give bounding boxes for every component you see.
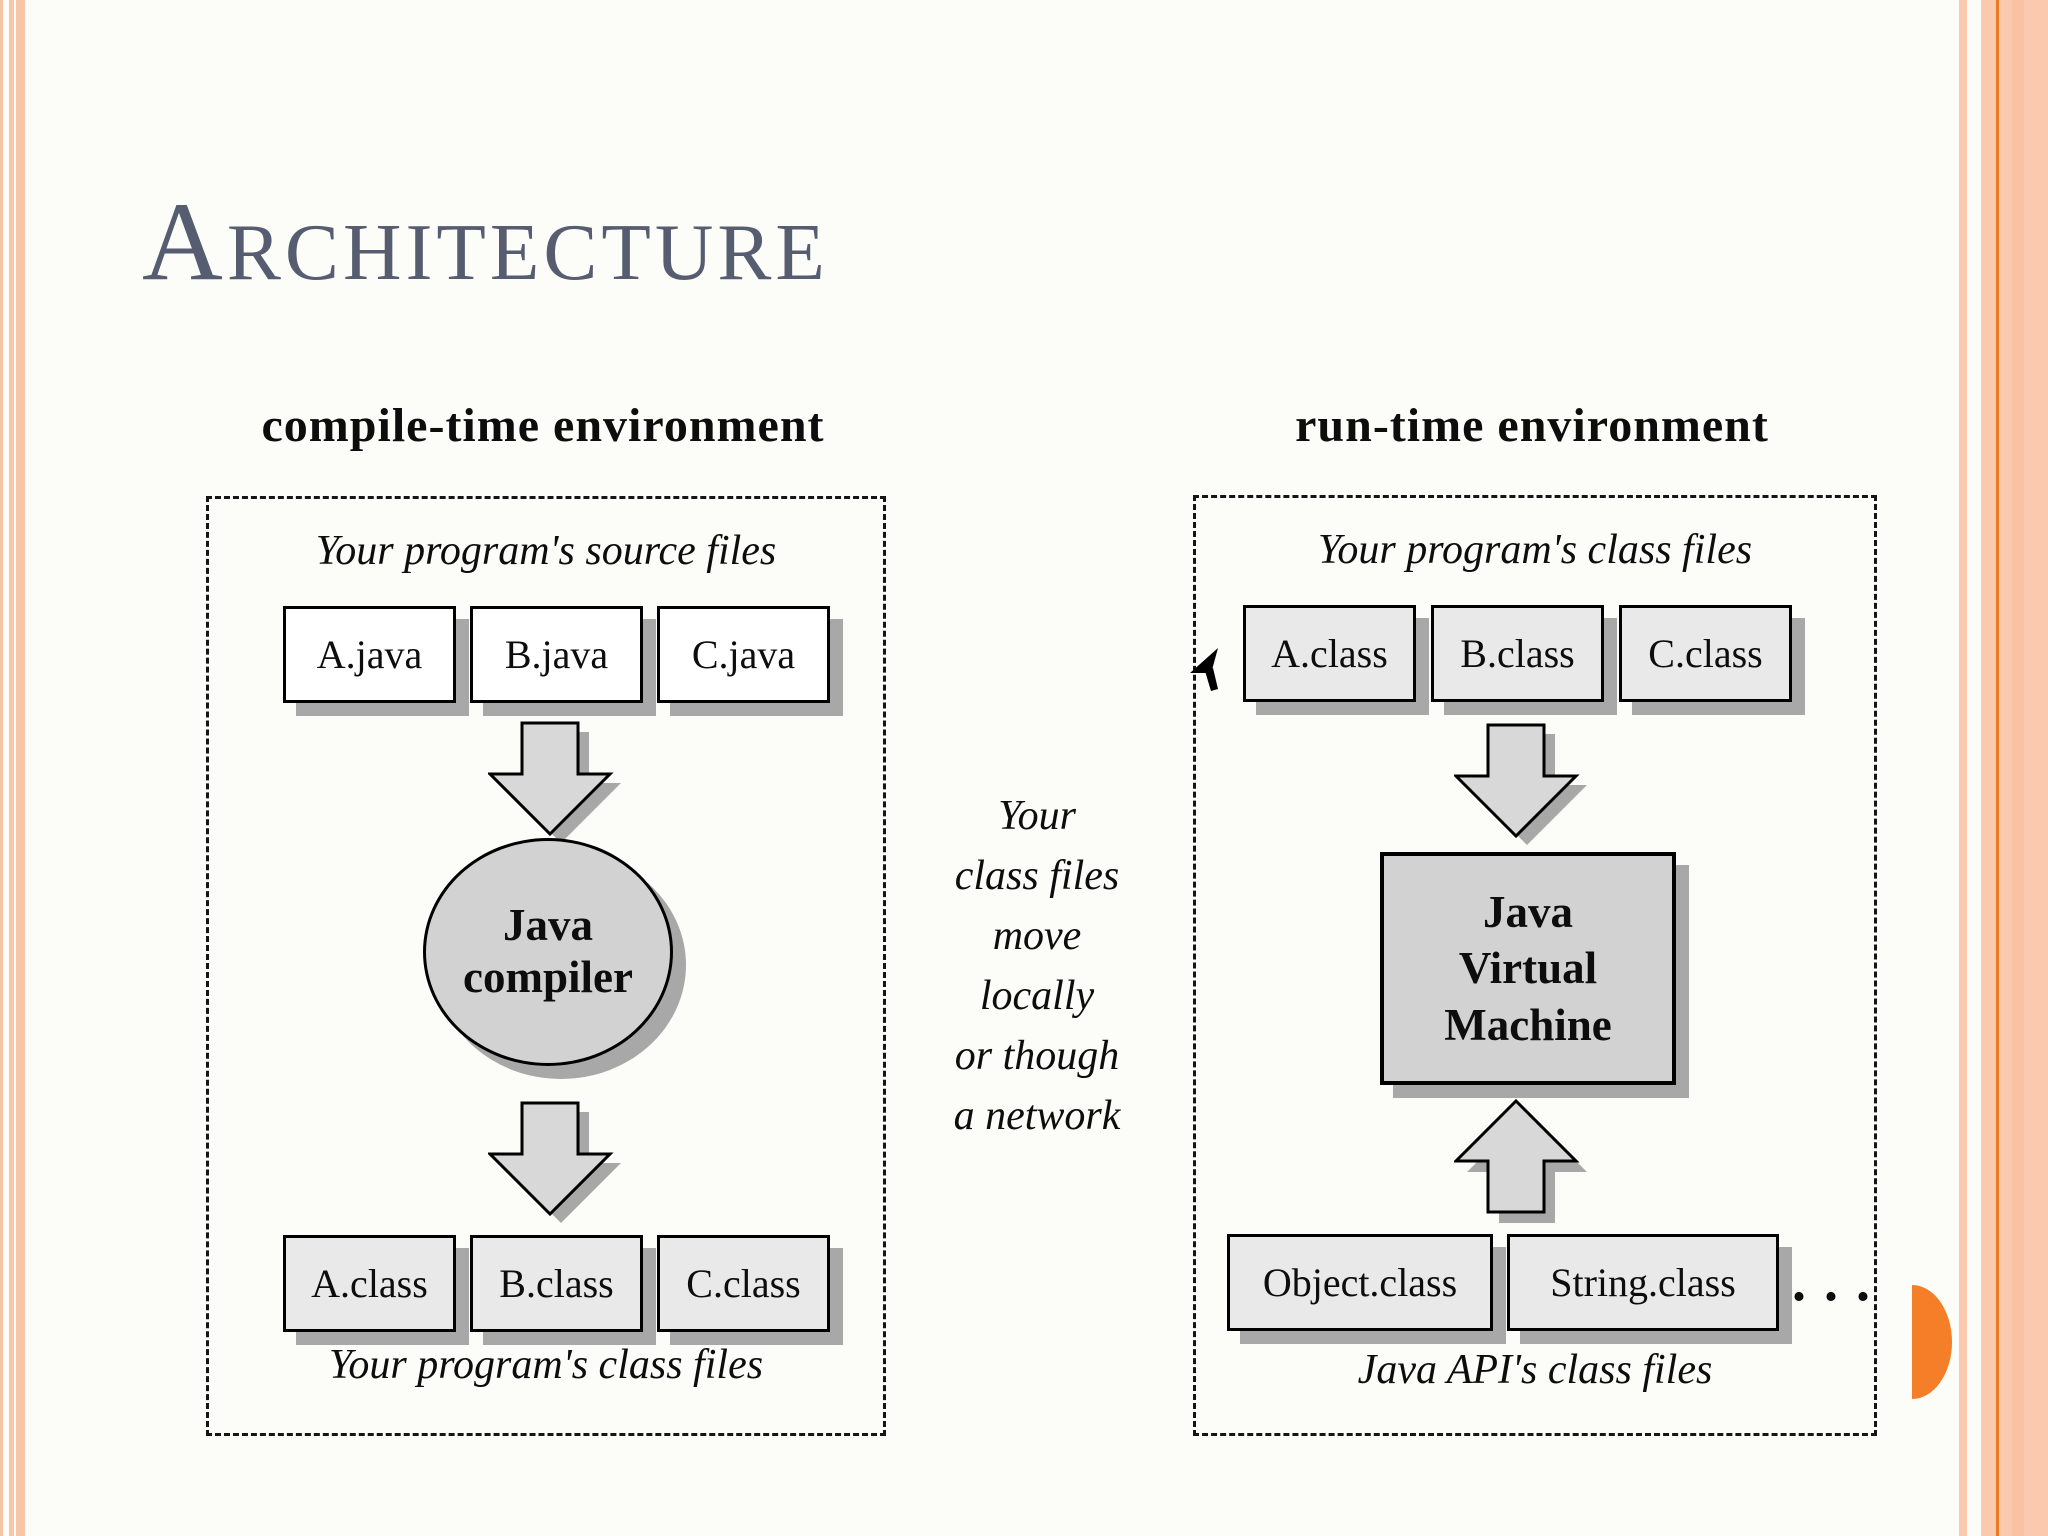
note-line: or though xyxy=(954,1033,1120,1079)
file-box-object-class: Object.class xyxy=(1227,1234,1493,1331)
cursor-icon xyxy=(1190,648,1218,691)
block-arrow-down-icon xyxy=(488,1101,621,1223)
file-box-b-class-rt: B.class xyxy=(1431,605,1604,702)
java-api-caption: Java API's class files xyxy=(1357,1347,1713,1393)
file-box-c-java: C.java xyxy=(657,606,830,703)
class-files-move-note: Your class files move locally or though … xyxy=(880,786,1194,1146)
file-box-b-java: B.java xyxy=(470,606,643,703)
note-line: Your xyxy=(998,793,1076,839)
block-arrow-down-icon xyxy=(1454,723,1587,845)
file-box-string-class: String.class xyxy=(1507,1234,1779,1331)
jvm-line: Virtual xyxy=(1458,943,1598,994)
note-line: class files xyxy=(954,853,1120,899)
class-files-caption: Your program's class files xyxy=(328,1342,764,1388)
left-border-stripe xyxy=(0,0,3,1536)
file-box-c-class-rt: C.class xyxy=(1619,605,1792,702)
java-virtual-machine-box: Java Virtual Machine xyxy=(1380,852,1676,1085)
jvm-line: Java xyxy=(1483,887,1573,938)
file-box-a-class-rt: A.class xyxy=(1243,605,1416,702)
left-border-stripe xyxy=(9,0,14,1536)
right-border-stripe xyxy=(1959,0,1967,1536)
note-line: move xyxy=(992,913,1082,959)
compile-time-header: compile-time environment xyxy=(261,399,825,452)
right-border-accent-line xyxy=(1996,0,1999,1536)
program-class-files-caption: Your program's class files xyxy=(1317,527,1753,573)
note-line: locally xyxy=(979,973,1095,1019)
note-line: a network xyxy=(953,1093,1121,1139)
source-files-caption: Your program's source files xyxy=(315,528,777,574)
block-arrow-up-icon xyxy=(1454,1099,1587,1223)
java-compiler-circle: Java compiler xyxy=(423,838,673,1066)
ellipsis-more-classes: . . . xyxy=(1792,1251,1872,1313)
java-compiler-line: Java xyxy=(503,900,593,951)
accent-semicircle xyxy=(1912,1285,1952,1399)
file-box-a-class: A.class xyxy=(283,1235,456,1332)
left-border-stripe xyxy=(16,0,25,1536)
page-title-initial: A xyxy=(142,180,227,304)
page-title-rest: RCHITECTURE xyxy=(226,207,829,297)
right-border-stripe xyxy=(1981,0,1996,1536)
right-border-band-inner-stripe xyxy=(2012,0,2024,1536)
file-box-b-class: B.class xyxy=(470,1235,643,1332)
compile-time-box: Your program's source files A.java B.jav… xyxy=(206,496,886,1436)
run-time-header: run-time environment xyxy=(1295,399,1769,452)
jvm-line: Machine xyxy=(1444,999,1612,1050)
java-compiler-line: compiler xyxy=(463,952,633,1002)
block-arrow-down-icon xyxy=(488,721,621,843)
file-box-c-class: C.class xyxy=(657,1235,830,1332)
run-time-box: Your program's class files A.class B.cla… xyxy=(1193,495,1877,1436)
file-box-a-java: A.java xyxy=(283,606,456,703)
